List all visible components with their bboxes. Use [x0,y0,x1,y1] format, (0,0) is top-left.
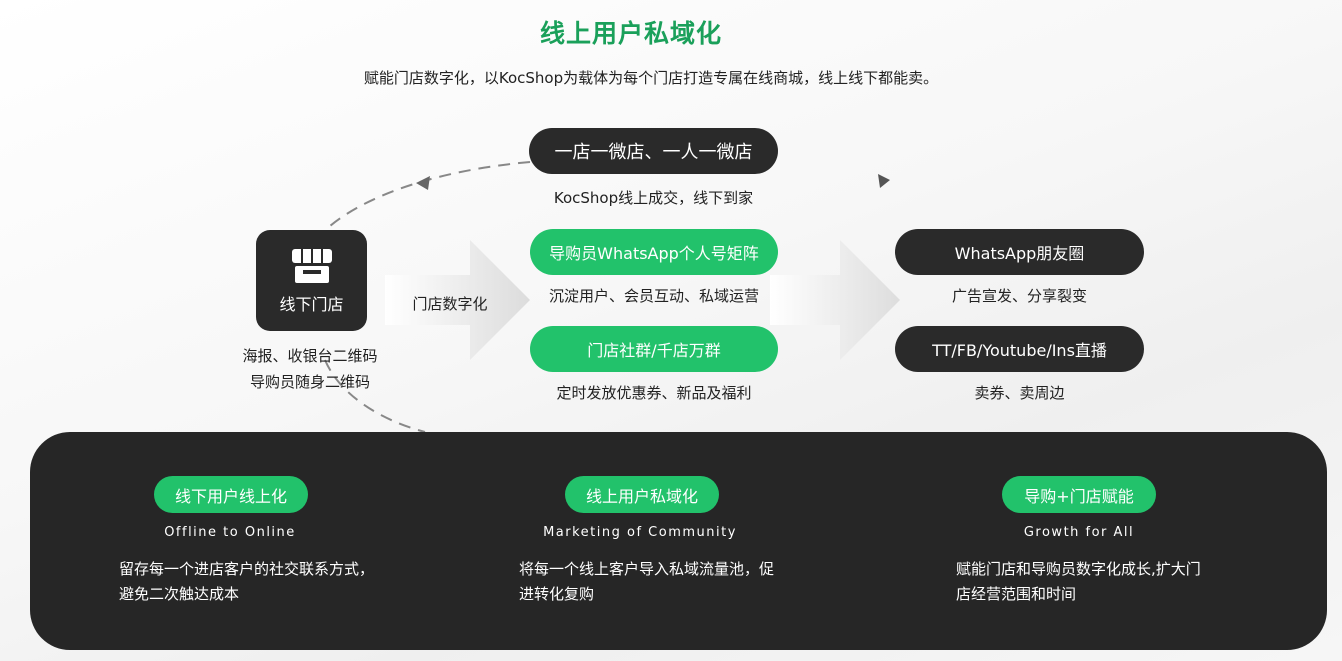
middle-node-caption-1: 沉淀用户、会员互动、私域运营 [548,287,759,305]
middle-node-caption-2: 定时发放优惠券、新品及福利 [556,384,752,402]
column-3-desc-2: 店经营范围和时间 [956,585,1077,603]
top-node-pill: 一店一微店、一人一微店 [529,128,778,174]
column-2-desc-1: 将每一个线上客户导入私域流量池，促 [519,560,775,578]
column-1-en: Offline to Online [164,525,296,540]
loop-arrowhead-left [416,176,430,190]
column-1-tag: 线下用户线上化 [154,476,308,513]
big-arrow-right [770,240,900,360]
middle-node-pill-1: 导购员WhatsApp个人号矩阵 [530,229,778,275]
column-1-desc-2: 避免二次触达成本 [119,585,240,603]
column-1-desc-1: 留存每一个进店客户的社交联系方式， [119,560,375,578]
store-label: 线下门店 [279,294,344,314]
offline-store-box: 线下门店 [256,230,367,331]
column-3-tag: 导购+门店赋能 [1002,476,1156,513]
bottom-panel [30,432,1327,650]
page-subtitle: 赋能门店数字化，以KocShop为载体为每个门店打造专属在线商城，线上线下都能卖… [363,69,939,87]
middle-node-pill-2: 门店社群/千店万群 [530,326,778,372]
column-2-en: Marketing of Community [543,525,737,540]
column-3-en: Growth for All [1023,525,1135,540]
column-2-tag: 线上用户私域化 [565,476,719,513]
loop-arrowhead-right [878,174,890,188]
right-node-caption-1: 广告宣发、分享裂变 [951,287,1087,305]
store-caption-1: 海报、收银台二维码 [242,347,378,365]
right-node-pill-1: WhatsApp朋友圈 [895,229,1144,275]
arrow-label: 门店数字化 [412,295,488,313]
page-title: 线上用户私域化 [539,19,722,48]
right-node-caption-2: 卖券、卖周边 [974,384,1065,402]
big-arrow-left [385,240,530,360]
top-node-caption: KocShop线上成交，线下到家 [553,189,754,207]
column-3-desc-1: 赋能门店和导购员数字化成长,扩大门 [956,560,1201,578]
column-2-desc-2: 进转化复购 [519,585,595,603]
store-caption-2: 导购员随身二维码 [249,373,370,391]
store-icon [291,248,332,283]
right-node-pill-2: TT/FB/Youtube/Ins直播 [895,326,1144,372]
